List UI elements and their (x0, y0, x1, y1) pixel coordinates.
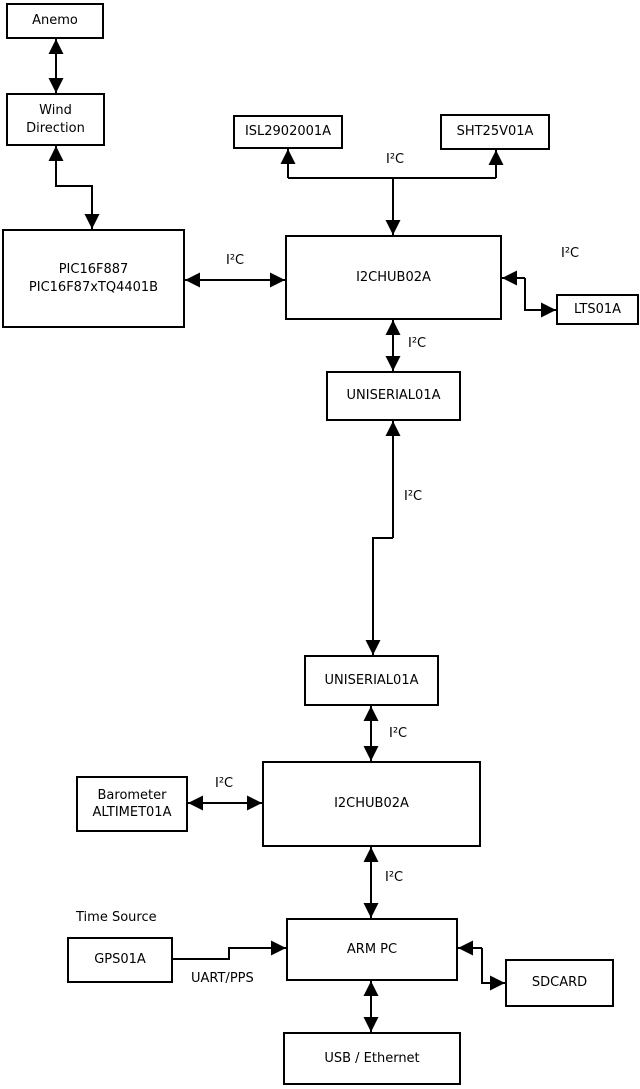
node-sdcard: SDCARD (505, 959, 614, 1007)
node-usb-ethernet: USB / Ethernet (283, 1032, 461, 1085)
edge-label-i2c-top-bus: I²C (386, 152, 405, 167)
edge-label-i2c-lts: I²C (561, 246, 580, 261)
node-uniserial01a-lower-label: UNISERIAL01A (324, 672, 419, 688)
node-arm-pc: ARM PC (286, 918, 458, 981)
edge-label-i2c-uniserial-hub-lower: I²C (389, 726, 408, 741)
node-lts01a: LTS01A (556, 294, 639, 325)
node-pic16f887-label-line1: PIC16F887 (58, 262, 129, 278)
node-i2chub02a-upper: I2CHUB02A (285, 235, 502, 320)
node-sht25v01a: SHT25V01A (440, 114, 550, 150)
edge-label-i2c-hub-armpc: I²C (385, 870, 404, 885)
edge-label-i2c-uniserial-link: I²C (404, 489, 423, 504)
node-uniserial01a-lower: UNISERIAL01A (304, 655, 439, 706)
node-i2chub02a-upper-label: I2CHUB02A (356, 269, 431, 285)
node-pic16f887: PIC16F887 PIC16F87xTQ4401B (2, 229, 185, 328)
connector-armpc-to-sdcard (481, 948, 505, 991)
edge-label-i2c-hub-uniserial: I²C (408, 336, 427, 351)
connector-hub-upper-to-lts (524, 278, 556, 318)
edge-label-time-source: Time Source (76, 910, 157, 925)
node-sht25v01a-label: SHT25V01A (456, 124, 534, 140)
node-wind-direction-label-line1: Wind (39, 103, 72, 119)
node-pic16f887-label-line2: PIC16F87xTQ4401B (28, 279, 159, 295)
node-barometer: Barometer ALTIMET01A (76, 776, 188, 832)
edge-label-uart-pps: UART/PPS (191, 971, 254, 986)
node-gps01a: GPS01A (67, 937, 173, 983)
node-isl2902001a: ISL2902001A (233, 115, 343, 149)
node-lts01a-label: LTS01A (573, 301, 622, 317)
edge-label-i2c-barometer: I²C (215, 776, 234, 791)
connector-wind-pic (48, 146, 100, 229)
node-i2chub02a-lower: I2CHUB02A (262, 761, 481, 847)
node-gps01a-label: GPS01A (94, 952, 146, 968)
node-i2chub02a-lower-label: I2CHUB02A (334, 796, 409, 812)
node-barometer-label-line2: ALTIMET01A (92, 805, 172, 820)
node-wind-direction-label-line2: Direction (26, 120, 85, 136)
connector-gps-armpc (173, 940, 286, 960)
node-wind-direction: Wind Direction (6, 93, 105, 146)
node-anemo: Anemo (6, 3, 104, 39)
node-isl2902001a-label: ISL2902001A (244, 124, 332, 140)
node-uniserial01a-upper: UNISERIAL01A (326, 371, 461, 421)
node-usb-ethernet-label: USB / Ethernet (324, 1050, 420, 1066)
connector-link-to-uniserial-lower (365, 537, 393, 655)
node-anemo-label: Anemo (32, 13, 78, 29)
edge-label-i2c-pic-hub: I²C (226, 253, 245, 268)
node-barometer-label-line1: Barometer (97, 787, 167, 803)
node-sdcard-label: SDCARD (531, 975, 588, 991)
node-arm-pc-label: ARM PC (346, 941, 398, 957)
node-uniserial01a-upper-label: UNISERIAL01A (346, 388, 441, 404)
